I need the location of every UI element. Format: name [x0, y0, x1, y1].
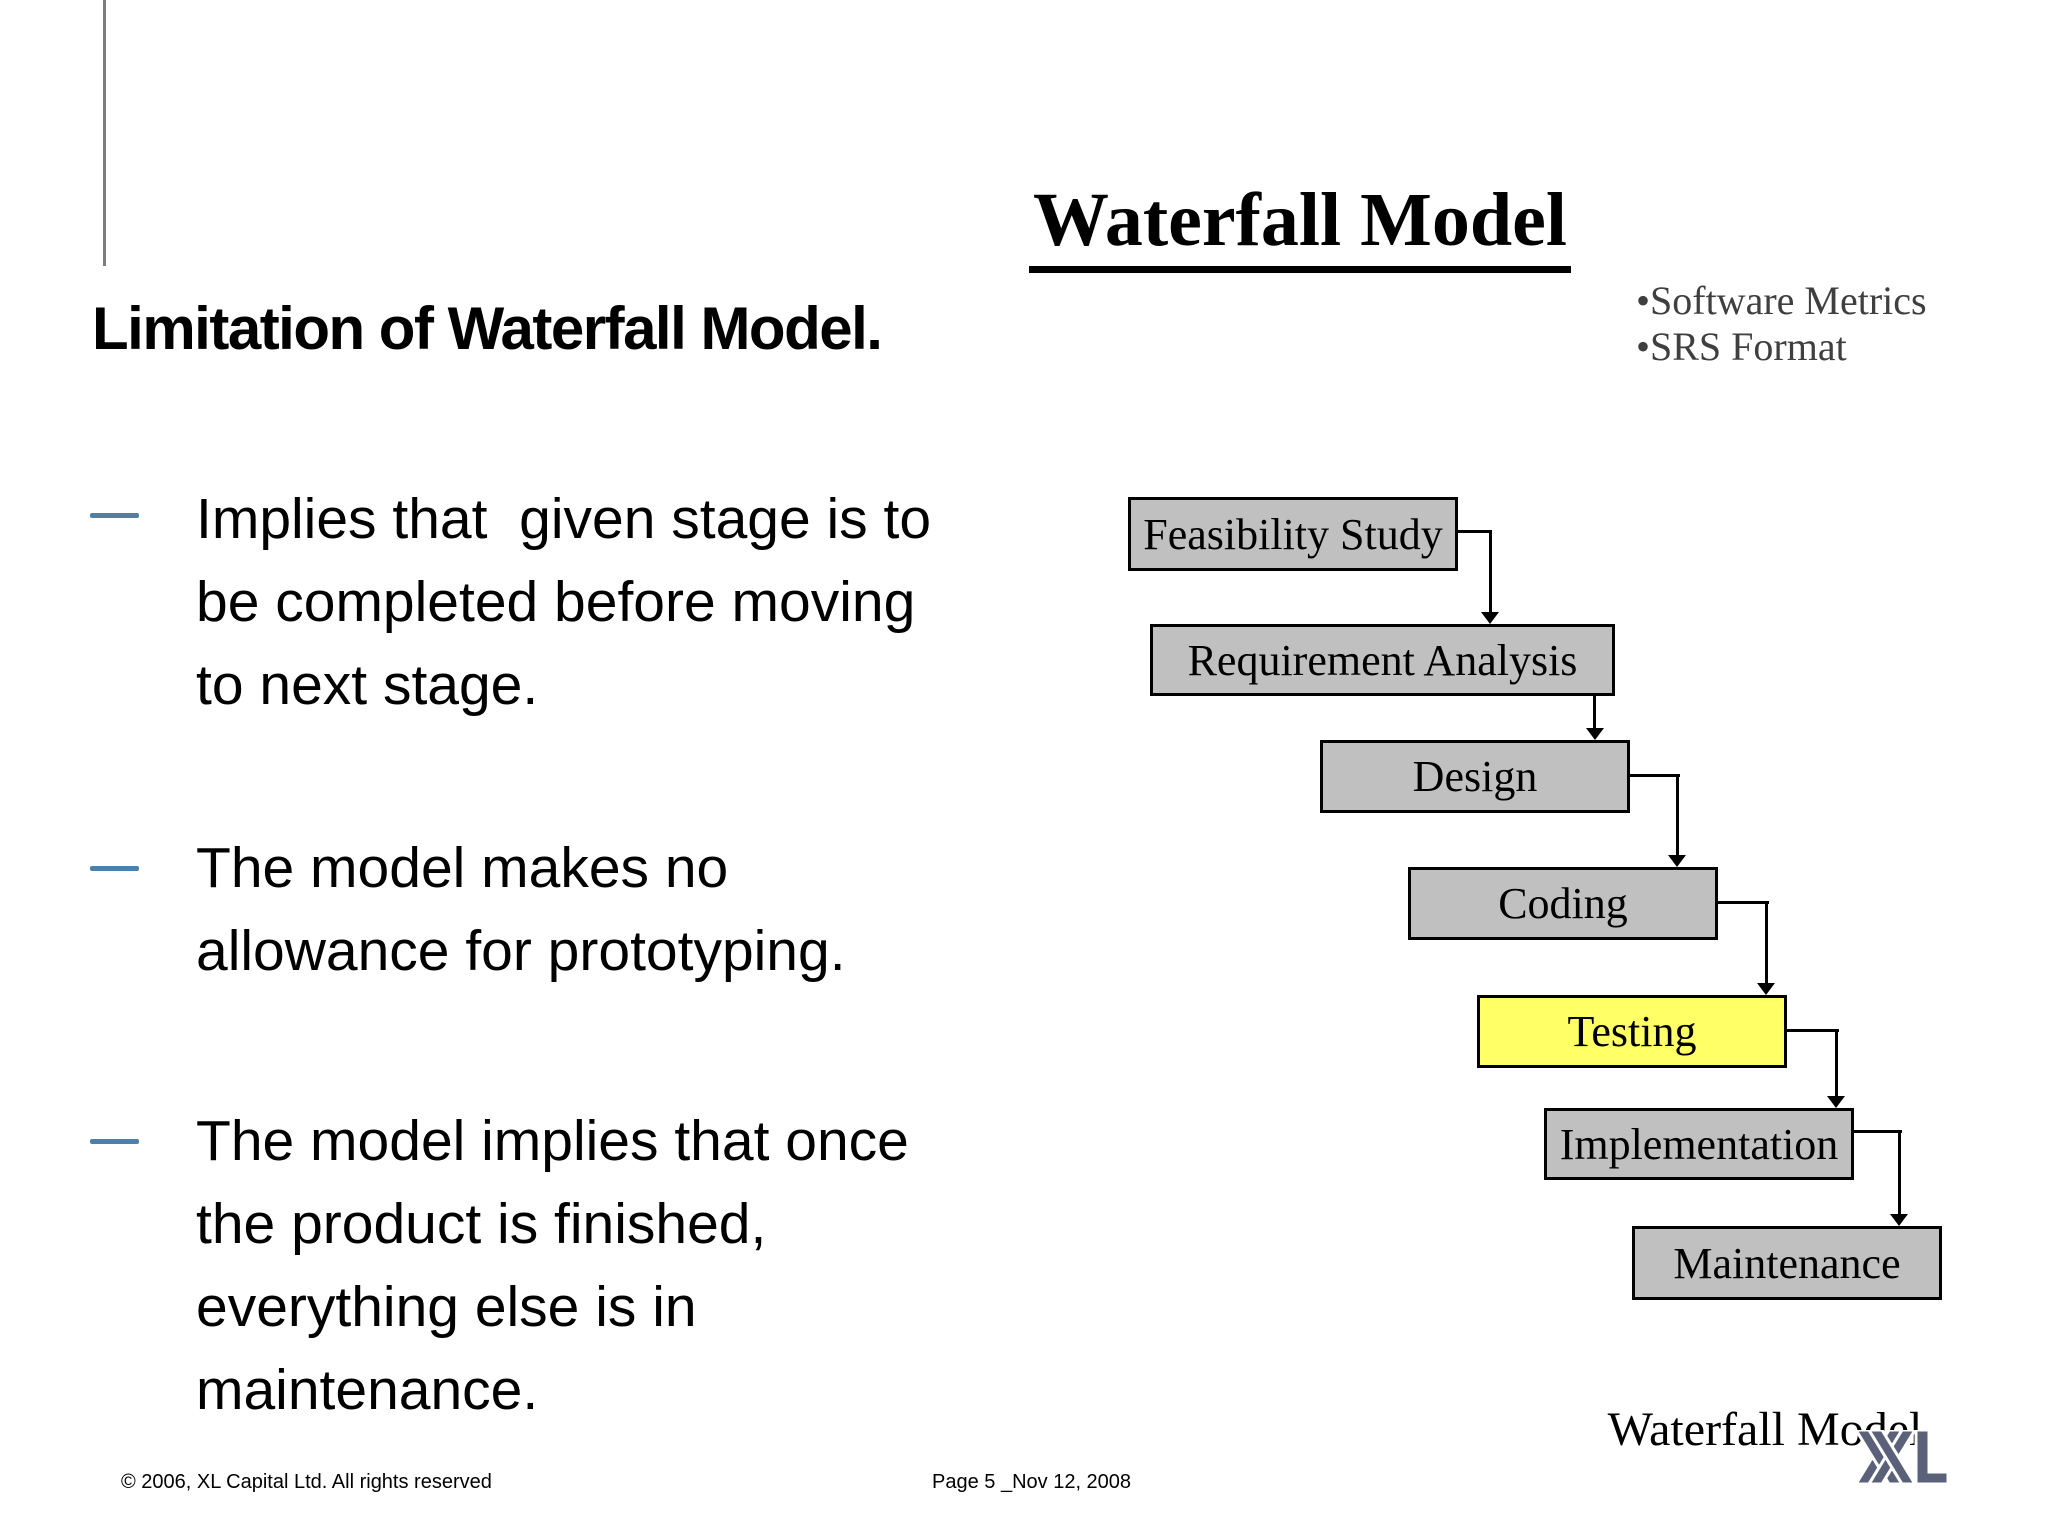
bullet-line: Implies that given stage is to [196, 487, 932, 551]
slide-title: Waterfall Model [1000, 178, 1600, 273]
stage-box-testing: Testing [1477, 995, 1787, 1068]
connector-line [1716, 901, 1769, 904]
stage-box-coding: Coding [1408, 867, 1718, 940]
connector-line [1676, 774, 1679, 857]
connector-line [1456, 530, 1492, 533]
section-heading: Limitation of Waterfall Model. [92, 295, 883, 362]
connector-line [1898, 1130, 1901, 1216]
bullet-line: The model makes no [196, 836, 729, 900]
connector-line [1835, 1029, 1838, 1098]
stage-box-requirement-analysis: Requirement Analysis [1150, 624, 1615, 696]
connector-line [1852, 1130, 1902, 1133]
connector-line [1628, 774, 1680, 777]
bullet-line: to next stage. [196, 653, 539, 717]
stage-box-implementation: Implementation [1544, 1108, 1854, 1180]
bullet-item-1: Implies that given stage is to be comple… [196, 478, 1116, 727]
bullet-item-2: The model makes no allowance for prototy… [196, 827, 1116, 993]
xl-logo [1856, 1430, 1948, 1484]
footer-page-info: Page 5 _Nov 12, 2008 [932, 1471, 1132, 1493]
bullet-line: maintenance. [196, 1358, 539, 1422]
connector-line [1785, 1029, 1839, 1032]
bullet-dash-icon [90, 1139, 139, 1144]
stage-box-design: Design [1320, 740, 1630, 813]
arrow-down-icon [1668, 855, 1686, 867]
connector-line [1593, 696, 1596, 730]
top-left-vertical-rule [103, 0, 106, 266]
side-notes: •Software Metrics •SRS Format [1636, 278, 1927, 370]
connector-line [1765, 901, 1768, 985]
footer-copyright: © 2006, XL Capital Ltd. All rights reser… [121, 1471, 492, 1493]
bullet-line: be completed before moving [196, 570, 916, 634]
bullet-line: The model implies that once [196, 1109, 909, 1173]
bullet-dash-icon [90, 866, 139, 871]
bullet-dash-icon [90, 513, 139, 518]
slide-title-text: Waterfall Model [1029, 178, 1571, 273]
stage-box-maintenance: Maintenance [1632, 1226, 1942, 1300]
side-note-srs-format: •SRS Format [1636, 324, 1847, 369]
arrow-down-icon [1757, 983, 1775, 995]
bullet-line: the product is finished, [196, 1192, 767, 1256]
connector-line [1489, 530, 1492, 614]
arrow-down-icon [1827, 1096, 1845, 1108]
stage-box-feasibility-study: Feasibility Study [1128, 497, 1458, 571]
bullet-item-3: The model implies that once the product … [196, 1100, 1116, 1432]
arrow-down-icon [1890, 1214, 1908, 1226]
side-note-software-metrics: •Software Metrics [1636, 278, 1927, 323]
arrow-down-icon [1586, 728, 1604, 740]
arrow-down-icon [1481, 612, 1499, 624]
bullet-line: everything else is in [196, 1275, 697, 1339]
bullet-line: allowance for prototyping. [196, 919, 846, 983]
